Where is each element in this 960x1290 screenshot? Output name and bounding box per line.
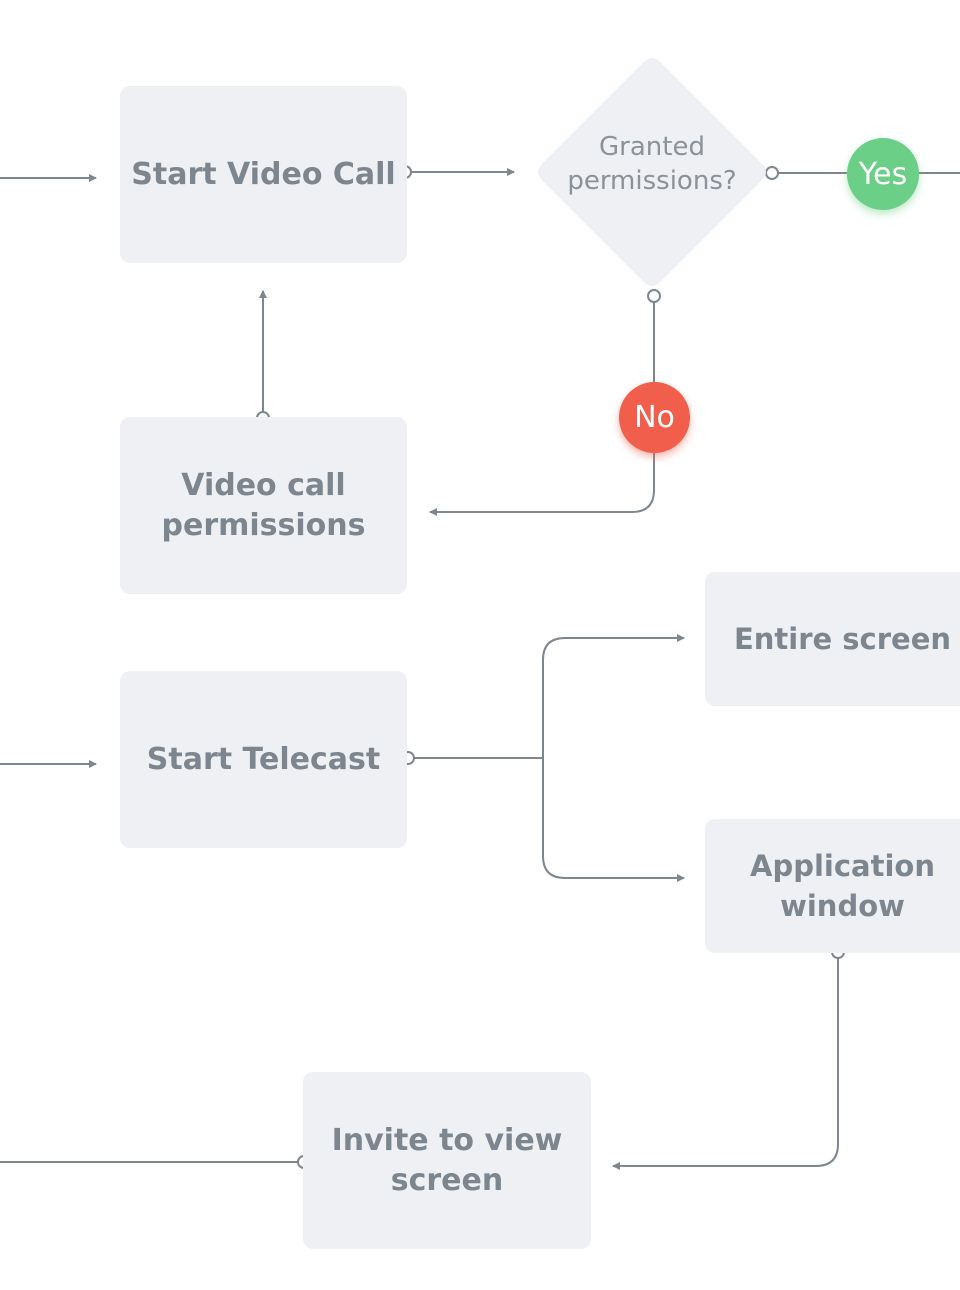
port-decision-bottom — [647, 289, 661, 303]
node-video-call-permissions: Video call permissions — [120, 417, 407, 594]
edge-no-to-video-call-permissions — [429, 453, 655, 516]
badge-yes: Yes — [847, 138, 919, 210]
node-video-call-permissions-label: Video call permissions — [161, 467, 366, 543]
node-start-video-call-label: Start Video Call — [131, 156, 396, 192]
edge-telecast-to-entire-screen — [542, 634, 685, 758]
port-decision-right — [765, 166, 779, 180]
node-application-window-label: Application window — [750, 849, 935, 923]
edge-telecast-to-application-window — [542, 758, 685, 882]
node-granted-permissions-label: Granted permissions? — [567, 132, 737, 196]
node-application-window: Application window — [705, 819, 960, 953]
node-start-telecast-label: Start Telecast — [146, 741, 381, 777]
badge-no: No — [619, 382, 690, 453]
edge-application-window-to-invite — [612, 958, 839, 1170]
node-start-telecast: Start Telecast — [120, 671, 407, 848]
node-entire-screen-label: Entire screen — [733, 622, 952, 656]
node-entire-screen: Entire screen — [705, 572, 960, 706]
node-invite-to-view-screen: Invite to view screen — [303, 1072, 591, 1249]
badge-yes-label: Yes — [858, 156, 908, 192]
node-start-video-call: Start Video Call — [120, 86, 407, 263]
node-invite-to-view-screen-label: Invite to view screen — [331, 1122, 563, 1198]
badge-no-label: No — [634, 400, 675, 435]
